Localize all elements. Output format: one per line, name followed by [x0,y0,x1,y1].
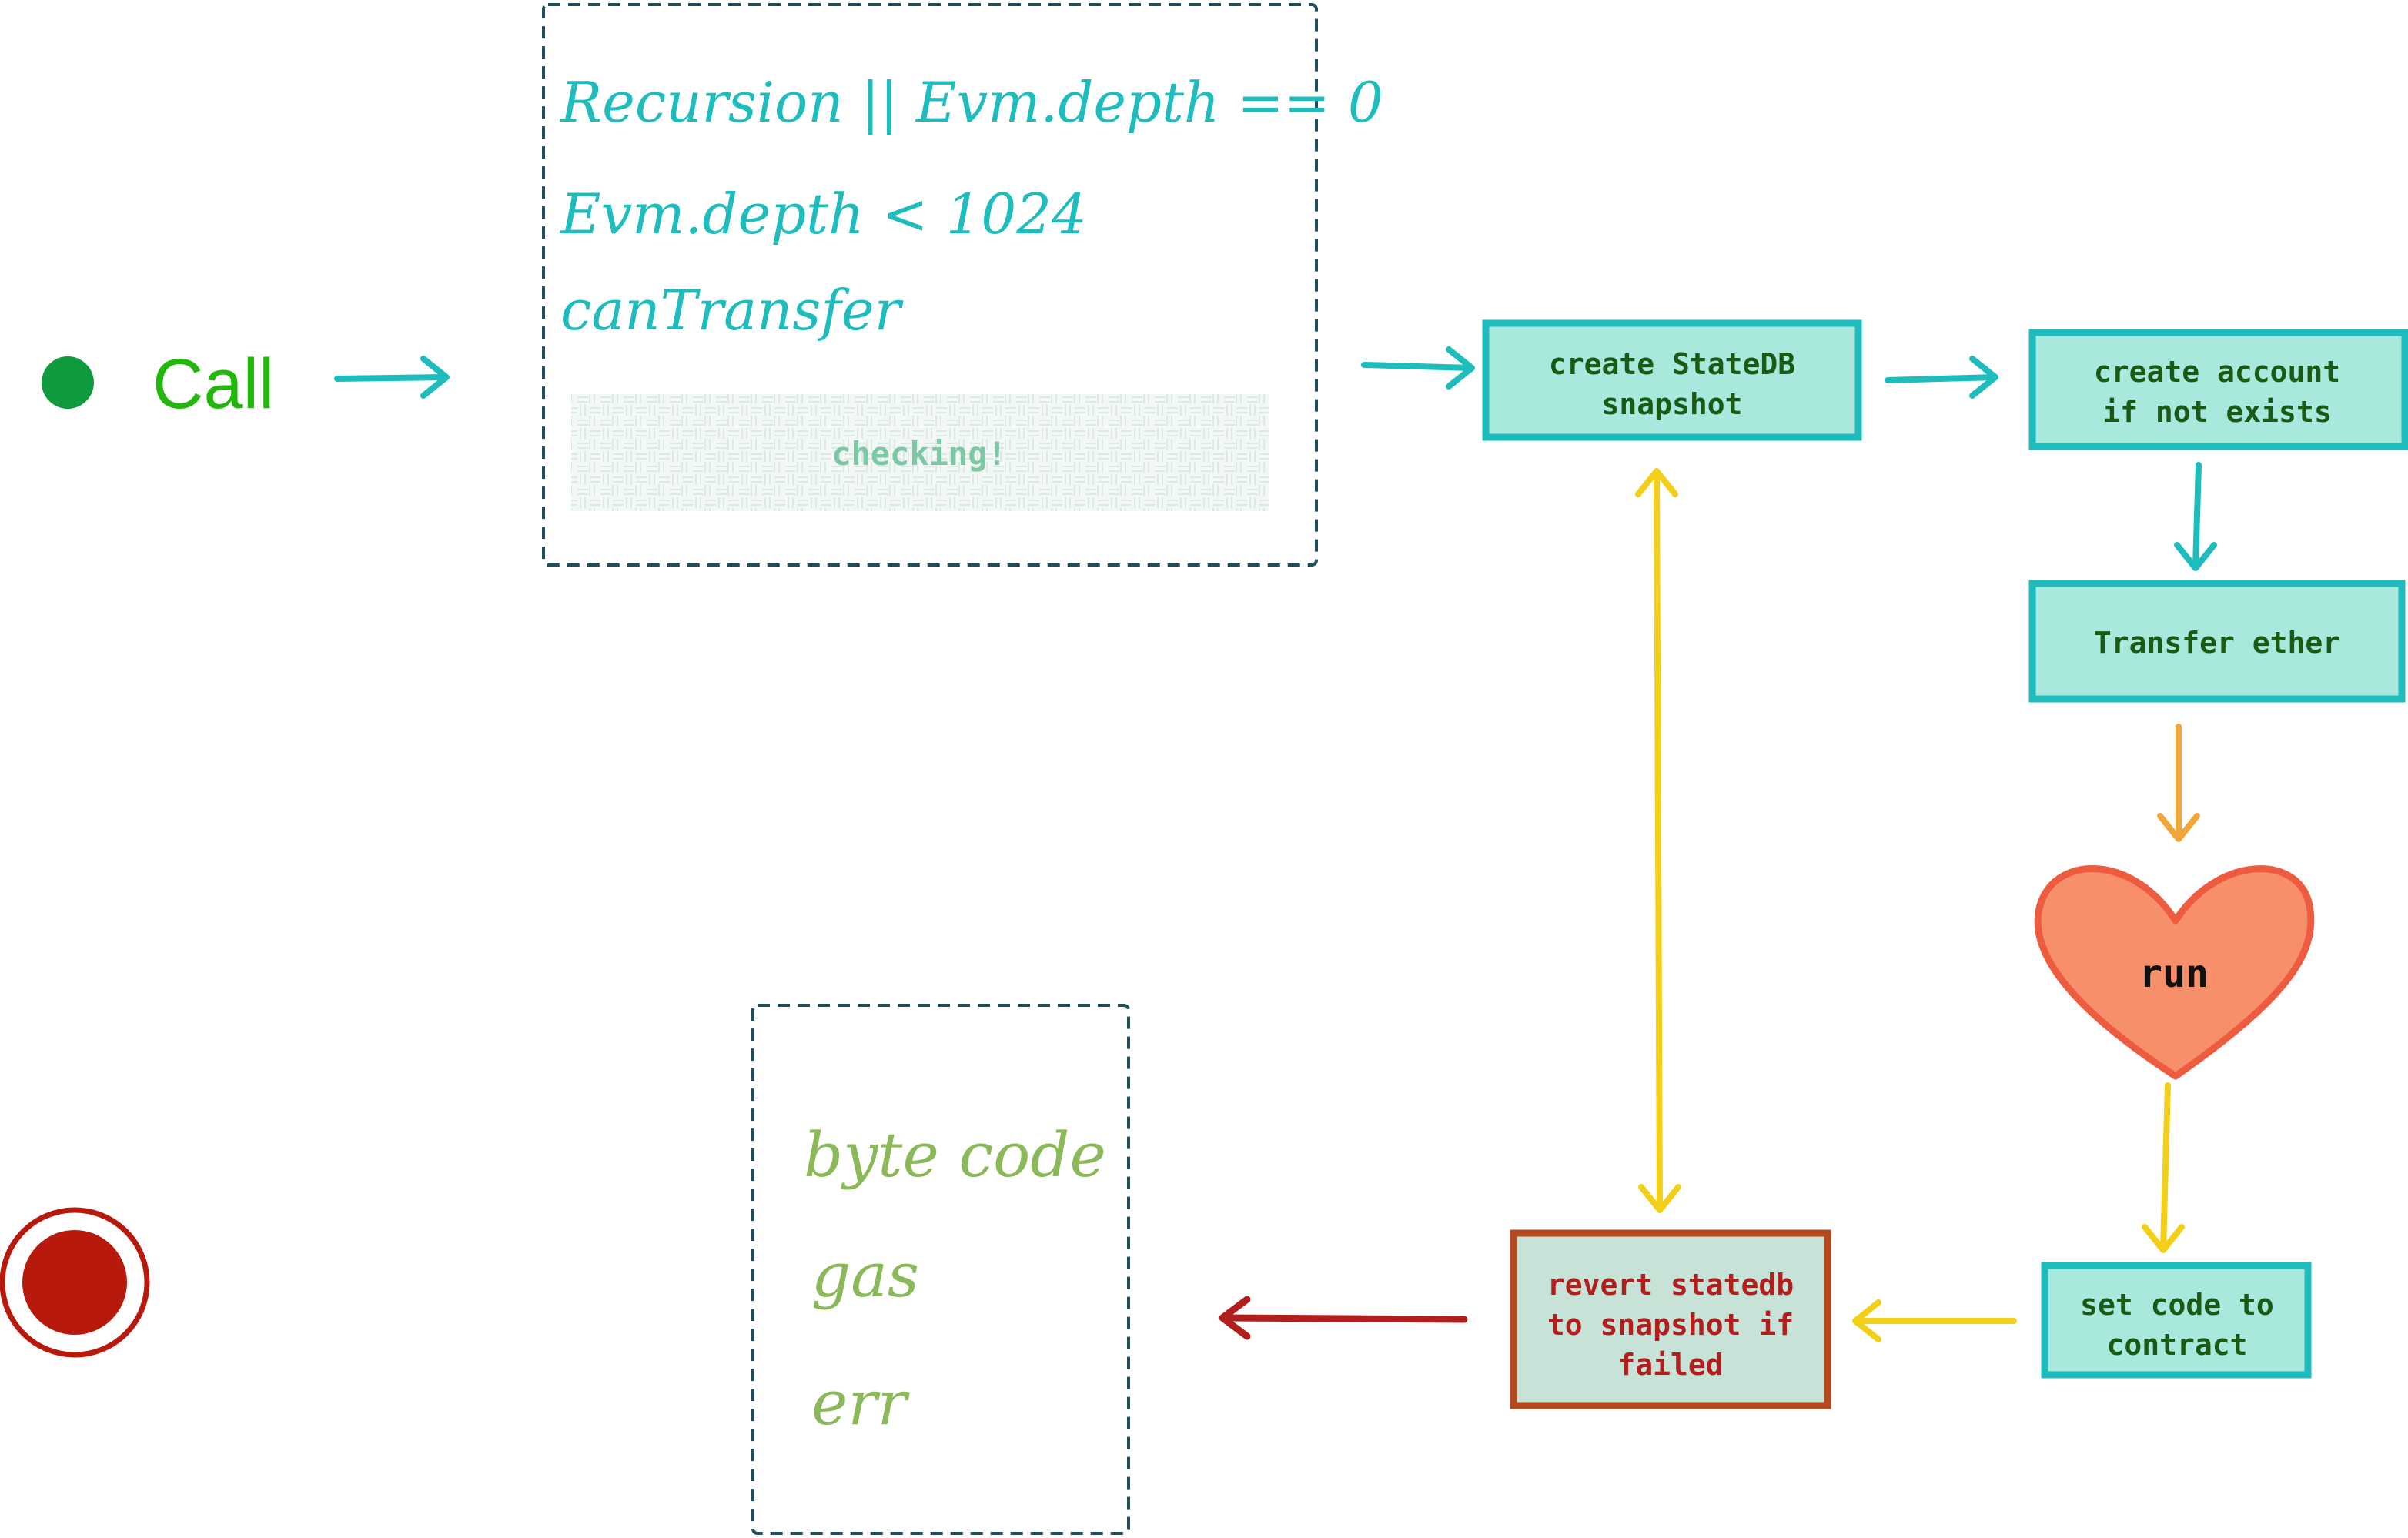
set-code-label-1: set code to [2080,1288,2274,1322]
arrow-revert-to-output [1219,1296,1468,1340]
create-account-box [2028,329,2408,450]
checking-badge-label: checking! [831,435,1007,473]
output-gas: gas [811,1239,919,1311]
output-bytecode: byte code [804,1119,1106,1191]
snapshot-box [1482,319,1862,441]
create-account-label-2: if not exists [2102,395,2331,429]
arrow-revert-snapshot-bidirectional [1635,468,1681,1213]
call-label: Call [152,345,274,423]
arrow-snapshot-to-account [1885,356,1998,399]
check-condition-recursion: Recursion || Evm.depth == 0 [559,70,1383,135]
revert-label-2: to snapshot if [1547,1308,1794,1342]
run-label: run [2139,951,2209,996]
revert-label-1: revert statedb [1547,1268,1794,1302]
output-err: err [811,1367,911,1439]
end-node [22,1230,127,1335]
transfer-box [2028,580,2406,703]
revert-label-3: failed [1617,1348,1723,1382]
create-account-label-1: create account [2094,355,2340,389]
check-condition-cantransfer: canTransfer [560,278,904,343]
arrow-setcode-to-revert [1852,1299,2017,1342]
output-box [751,1004,1130,1535]
transfer-label: Transfer ether [2094,626,2340,660]
checking-badge [571,394,1269,511]
arrow-transfer-to-run [2157,724,2200,842]
check-box [542,3,1318,567]
snapshot-label-1: create StateDB [1549,347,1795,381]
arrow-call-to-check [334,356,450,399]
set-code-box [2041,1262,2312,1379]
arrow-run-to-setcode [2142,1082,2185,1253]
arrow-check-to-snapshot [1361,346,1475,390]
check-condition-depth: Evm.depth < 1024 [559,182,1087,246]
arrow-account-to-transfer [2174,462,2217,571]
run-heart [2034,865,2315,1080]
snapshot-label-2: snapshot [1601,387,1742,421]
start-node [42,356,94,409]
revert-box [1510,1229,1831,1409]
set-code-label-2: contract [2106,1328,2247,1362]
